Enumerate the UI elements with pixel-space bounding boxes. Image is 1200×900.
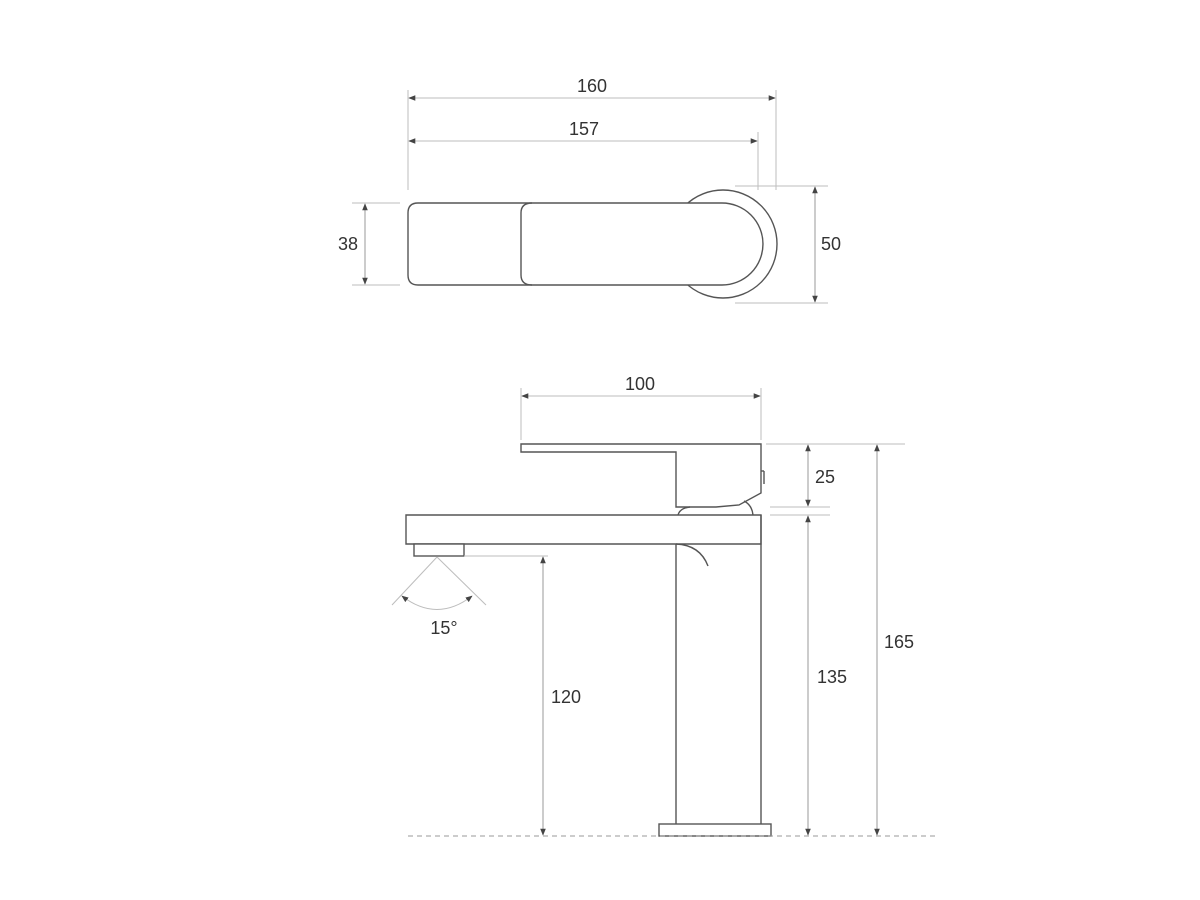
lever-handle	[520, 443, 762, 508]
dim-label-base-diameter: 50	[821, 234, 841, 254]
dim-label-spray-angle: 15°	[430, 618, 457, 638]
top-view: 160 157 38 50	[338, 76, 841, 304]
side-view: 100 15° 120 25 135	[391, 374, 935, 837]
cartridge-arc	[677, 500, 754, 516]
lever-segment-line	[520, 202, 533, 286]
spray-line-left	[391, 556, 438, 606]
dim-label-overall-length: 160	[577, 76, 607, 96]
dim-label-lever-length: 157	[569, 119, 599, 139]
dim-label-lever-width: 38	[338, 234, 358, 254]
dim-label-outlet-height: 120	[551, 687, 581, 707]
dim-label-lever-height: 25	[815, 467, 835, 487]
spout-underside-curve	[675, 543, 709, 567]
dim-label-body-height: 135	[817, 667, 847, 687]
spray-line-right	[436, 556, 487, 606]
aerator	[413, 543, 465, 557]
dim-label-spout-reach: 100	[625, 374, 655, 394]
base-plate	[658, 823, 772, 837]
dim-label-total-height: 165	[884, 632, 914, 652]
lever-outline	[407, 202, 764, 286]
spout-body	[405, 514, 762, 545]
spray-angle-arc	[401, 595, 473, 610]
